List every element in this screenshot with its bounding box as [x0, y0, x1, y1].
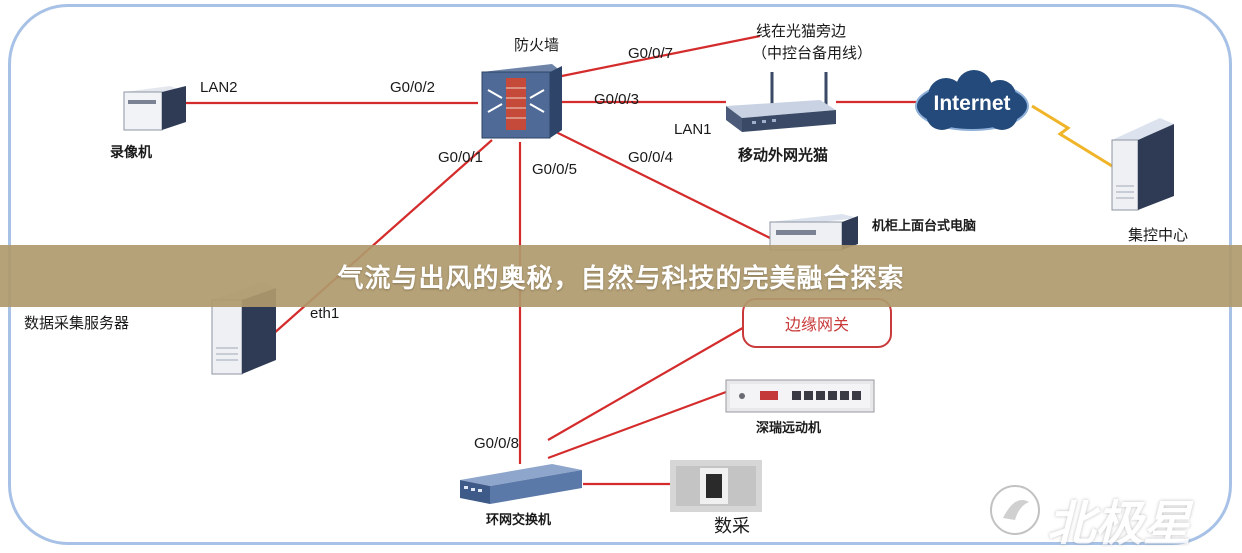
port-label-lan1: LAN1: [674, 121, 712, 138]
data-collect-label: 数采: [714, 516, 750, 537]
data-collect-device-icon: [670, 460, 762, 512]
watermark-text: 北极星: [1047, 496, 1192, 552]
port-label-g003: G0/0/3: [594, 91, 640, 108]
edge-gateway-label: 边缘网关: [784, 315, 849, 334]
cloud-icon: [915, 70, 1029, 131]
data-server-label: 数据采集服务器: [24, 314, 130, 332]
recorder-device-icon: [123, 86, 186, 131]
shenrui-unit-icon: [725, 379, 875, 413]
ring-switch-label: 环网交换机: [486, 513, 552, 528]
modem-label: 移动外网光猫: [738, 146, 829, 164]
polar-star-logo-icon: [990, 485, 1040, 535]
link-g004-cabinet: [555, 131, 771, 239]
wireless-lightning: [1031, 104, 1113, 168]
firewall-icon: [481, 64, 562, 139]
port-label-g008: G0/0/8: [474, 435, 520, 452]
banner-title: 气流与出风的奥秘，自然与科技的完美融合探索: [337, 263, 905, 294]
recorder-label: 录像机: [110, 145, 152, 161]
port-label-eth1: eth1: [310, 305, 340, 322]
port-label-g002: G0/0/2: [390, 79, 436, 96]
internet-cloud: Internet: [912, 70, 1032, 136]
internet-label: Internet: [933, 92, 1011, 115]
watermark: 北极星: [985, 480, 1235, 552]
ring-switch-icon: [460, 464, 582, 504]
control-center-label: 集控中心: [1128, 226, 1189, 244]
port-label-g001: G0/0/1: [438, 149, 484, 166]
title-banner: 气流与出风的奥秘，自然与科技的完美融合探索: [0, 245, 1242, 307]
control-center-server-icon: [1111, 118, 1174, 211]
link-g007-line: [551, 34, 761, 80]
link-switch-edge: [547, 317, 761, 441]
port-label-g004: G0/0/4: [628, 149, 674, 166]
shenrui-unit-label: 深瑞远动机: [756, 421, 822, 436]
port-label-g005: G0/0/5: [532, 161, 578, 178]
port-label-lan2: LAN2: [200, 79, 238, 96]
modem-router-icon: [726, 72, 836, 132]
firewall-label: 防火墙: [514, 36, 560, 54]
link-lines: [186, 34, 918, 486]
port-label-g007: G0/0/7: [628, 45, 674, 62]
link-switch-shenrui: [547, 390, 727, 460]
cabinet-pc-label: 机柜上面台式电脑: [872, 219, 977, 234]
line-note-line1: 线在光猫旁边: [756, 22, 847, 40]
line-note-line2: （中控台备用线）: [752, 44, 873, 62]
